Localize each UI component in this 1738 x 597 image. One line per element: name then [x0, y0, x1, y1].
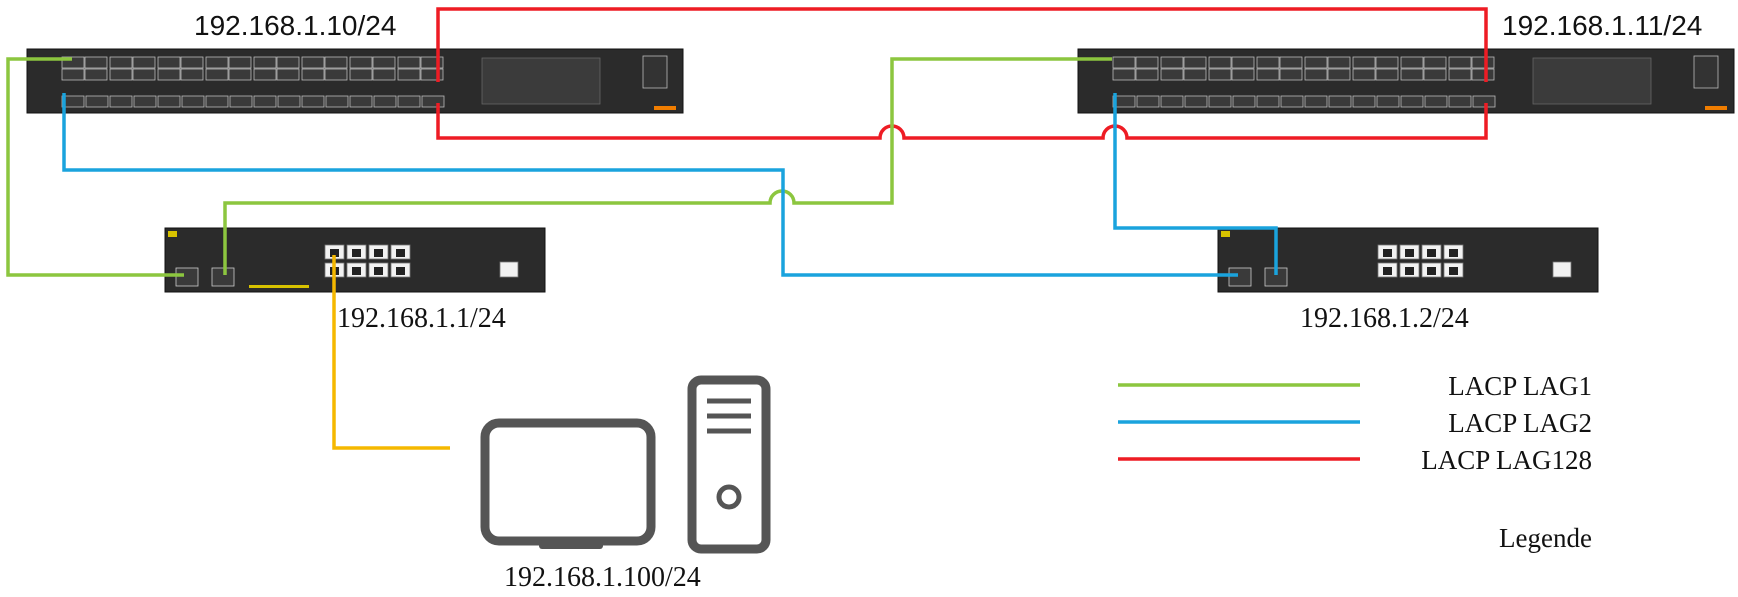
access-switch-1-ip-label: 192.168.1.1/24 [337, 303, 506, 334]
rj45-port [346, 244, 367, 260]
core-switch-1-ip-label: 192.168.1.10/24 [194, 10, 396, 41]
switch-lower-port [61, 95, 85, 108]
tower-icon [687, 375, 771, 554]
rj45-port [368, 244, 389, 260]
lag1-link-cs1-to-as1 [6, 57, 184, 277]
core-switch-2-tag [1705, 106, 1727, 110]
switch-lower-port [349, 95, 373, 108]
monitor-icon [480, 418, 656, 549]
access-switch-1-console-port [499, 261, 519, 278]
switch-lower-port [325, 95, 349, 108]
switch-lower-port [301, 95, 325, 108]
switch-lower-port [1112, 95, 1136, 108]
switch-lower-port [1376, 95, 1400, 108]
switch-lower-port [85, 95, 109, 108]
pc-icon [480, 375, 771, 554]
lag128-link-top [436, 7, 1488, 82]
switch-lower-port [157, 95, 181, 108]
switch-lower-port [1136, 95, 1160, 108]
switch-lower-port [1280, 95, 1304, 108]
rj45-port [1443, 262, 1464, 278]
core-switch-2-uplink-ports [1532, 57, 1652, 105]
rj45-port [390, 244, 411, 260]
core-switch-2-mgmt-port [1693, 55, 1719, 89]
switch-lower-port [109, 95, 133, 108]
rj45-port [1377, 262, 1398, 278]
access-switch-2-sfp-1 [1228, 267, 1252, 287]
lag128-link-bottom [436, 103, 1488, 140]
switch-lower-port [229, 95, 253, 108]
legend-label-lag128: LACP LAG128 [1421, 445, 1592, 475]
switch-lower-port [1472, 95, 1496, 108]
core-switch-1-uplink-ports [481, 57, 601, 105]
access-switch-1-sfp-2 [211, 267, 235, 287]
access-switch-2[interactable] [1217, 227, 1599, 293]
switch-lower-port [1208, 95, 1232, 108]
switch-lower-port [1448, 95, 1472, 108]
switch-lower-port [181, 95, 205, 108]
access-switch-1-poe-strip [249, 285, 309, 288]
legend: LACP LAG1 LACP LAG2 LACP LAG128 Legende [1118, 371, 1592, 553]
access-switch-2-ip-label: 192.168.1.2/24 [1300, 303, 1469, 334]
switch-lower-port [1184, 95, 1208, 108]
switch-lower-port [1160, 95, 1184, 108]
access-switch-1-sfp-1 [175, 267, 199, 287]
lag2-link-cs1-to-as2 [62, 93, 1238, 277]
access-switch-2-console-port [1552, 261, 1572, 278]
switch-lower-port [1352, 95, 1376, 108]
access-switch-2-badge [1221, 231, 1230, 237]
switch-lower-port [1304, 95, 1328, 108]
core-switch-1-ports [61, 56, 445, 108]
access-switch-1[interactable] [164, 227, 546, 293]
access-switch-1-badge [168, 231, 177, 237]
rj45-port [368, 262, 389, 278]
rj45-port [390, 262, 411, 278]
switch-lower-port [205, 95, 229, 108]
rj45-port [1421, 244, 1442, 260]
rj45-port [1443, 244, 1464, 260]
rj45-port [1421, 262, 1442, 278]
switch-lower-port [253, 95, 277, 108]
rj45-port [346, 262, 367, 278]
switch-lower-port [1400, 95, 1424, 108]
switch-lower-port [373, 95, 397, 108]
switch-lower-port [277, 95, 301, 108]
core-switch-2-ip-label: 192.168.1.11/24 [1502, 10, 1702, 41]
switch-lower-port [1328, 95, 1352, 108]
switch-lower-port [1232, 95, 1256, 108]
core-switch-1-mgmt-port [642, 55, 668, 89]
core-switch-1-tag [654, 106, 676, 110]
legend-label-lag2: LACP LAG2 [1448, 408, 1592, 438]
rj45-port [1399, 262, 1420, 278]
switch-lower-port [421, 95, 445, 108]
switch-lower-port [133, 95, 157, 108]
rj45-port [1377, 244, 1398, 260]
legend-title: Legende [1499, 523, 1592, 553]
core-switch-2[interactable] [1077, 48, 1735, 114]
core-switch-1[interactable] [26, 48, 684, 114]
switch-lower-port [1256, 95, 1280, 108]
switch-lower-port [397, 95, 421, 108]
core-switch-2-ports [1112, 56, 1496, 108]
lag2-link-cs2-to-as2 [1113, 93, 1278, 275]
pc-link [332, 255, 450, 450]
switch-lower-port [1424, 95, 1448, 108]
rj45-port [1399, 244, 1420, 260]
legend-label-lag1: LACP LAG1 [1448, 371, 1592, 401]
pc-ip-label: 192.168.1.100/24 [504, 562, 701, 593]
